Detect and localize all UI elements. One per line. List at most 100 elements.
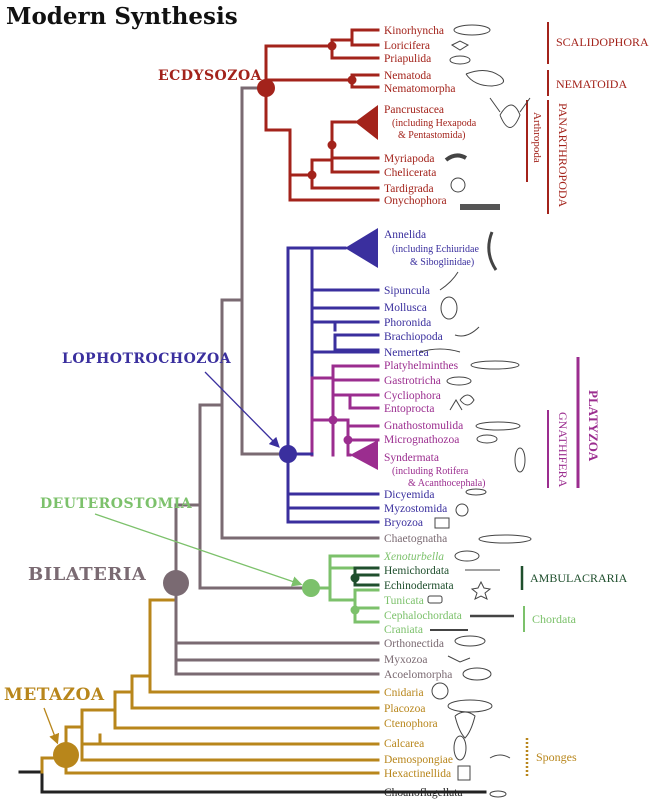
taxon-pancrustacea: Pancrustacea	[384, 104, 444, 116]
chordata-label: Chordata	[532, 612, 577, 626]
choanoflagellata-sketch-icon	[489, 790, 507, 798]
taxon-myriapoda: Myriapoda	[384, 153, 434, 165]
taxon-myzostomida: Myzostomida	[384, 503, 447, 515]
taxon-dicyemida: Dicyemida	[384, 489, 434, 501]
taxon-micrognathozoa: Micrognathozoa	[384, 434, 459, 446]
xenoturbella-sketch-icon	[454, 550, 480, 562]
ambulacraria-label: Ambulacraria	[530, 571, 628, 585]
arthropoda-label: Arthropoda	[531, 112, 543, 163]
acoelomorpha-sketch-icon	[462, 667, 492, 681]
priapulida-sketch-icon	[449, 55, 471, 65]
hexactinellida-branch	[40, 725, 380, 775]
scalidophora-label: Scalidophora	[556, 35, 649, 49]
micrognathozoa-sketch-icon	[476, 434, 498, 444]
basal-metazoa-branches	[80, 674, 380, 730]
hexactinellida-sketch-icon	[457, 765, 471, 781]
deuterostomia-label: Deuterostomia	[40, 496, 193, 512]
taxon-orthonectida: Orthonectida	[384, 638, 444, 650]
organism-sketches	[419, 24, 532, 798]
annelida-note-1: (including Echiuridae	[392, 244, 479, 255]
taxon-sipuncula: Sipuncula	[384, 285, 430, 297]
chaetognatha-branch	[198, 298, 380, 540]
pancrustacea-note-1: (including Hexapoda	[392, 118, 477, 129]
taxon-chaetognatha: Chaetognatha	[384, 533, 447, 545]
taxon-chelicerata: Chelicerata	[384, 167, 436, 179]
deuterostomia-arrow	[94, 513, 303, 587]
taxon-hexactinellida: Hexactinellida	[384, 768, 451, 780]
syndermata-note-2: & Acanthocephala)	[408, 478, 485, 489]
nematoida-label: Nematoida	[556, 77, 627, 91]
sipuncula-sketch-icon	[439, 271, 459, 291]
metazoa-node	[53, 742, 79, 768]
loricifera-sketch-icon	[450, 40, 470, 51]
acoel-branches	[174, 581, 380, 676]
dicyemida-sketch-icon	[465, 488, 487, 496]
taxon-cycliophora: Cycliophora	[384, 390, 441, 402]
lophotrochozoa-node	[279, 445, 297, 463]
taxon-acoelomorpha: Acoelomorpha	[384, 669, 452, 681]
nemertea-sketch-icon	[419, 348, 461, 353]
entoprocta-sketch-icon	[449, 399, 463, 411]
bilateria-main-branch	[174, 403, 307, 590]
myzostomida-sketch-icon	[455, 503, 469, 517]
taxon-nemertea: Nemertea	[384, 347, 429, 359]
taxon-nematomorpha: Nematomorpha	[384, 83, 456, 95]
diagram-title: Modern Synthesis	[6, 3, 238, 30]
cnidaria-branch	[130, 598, 380, 694]
metazoa-label: Metazoa	[4, 685, 105, 705]
taxon-cnidaria: Cnidaria	[384, 687, 424, 699]
ecdysozoa-node	[257, 79, 275, 97]
panarthropoda-label: Panarthropoda	[556, 103, 570, 208]
sponge-branches	[64, 708, 380, 762]
cnidaria-sketch-icon	[431, 682, 449, 700]
nematoda-sketch-icon	[465, 70, 505, 87]
cycliophora-sketch-icon	[459, 394, 475, 406]
mollusca-sketch-icon	[440, 296, 458, 320]
kinorhyncha-sketch-icon	[453, 24, 491, 36]
calcarea-sketch-icon	[453, 735, 467, 761]
taxon-gnathostomulida: Gnathostomulida	[384, 420, 463, 432]
syndermata-triangle	[350, 440, 378, 470]
taxon-syndermata: Syndermata	[384, 452, 439, 464]
taxon-craniata: Craniata	[384, 624, 423, 636]
taxon-myxozoa: Myxozoa	[384, 654, 427, 666]
taxon-ctenophora: Ctenophora	[384, 718, 438, 730]
gnathifera-label: Gnathifera	[556, 412, 570, 488]
bilateria-label: Bilateria	[28, 564, 147, 585]
taxon-priapulida: Priapulida	[384, 53, 431, 65]
taxon-tunicata: Tunicata	[384, 595, 424, 607]
taxon-choanoflagellata: Choanoflagellata	[384, 787, 463, 799]
pancrustacea-note-2: & Pentastomida)	[398, 130, 466, 141]
taxon-hemichordata: Hemichordata	[384, 565, 449, 577]
taxon-nematoda: Nematoda	[384, 70, 431, 82]
taxon-loricifera: Loricifera	[384, 40, 430, 52]
annelida-triangle	[345, 228, 378, 268]
lophotrochozoa-arrow	[204, 371, 280, 448]
bilateria-node	[163, 570, 189, 596]
pancrustacea-sketch-icon	[489, 97, 531, 128]
myxozoa-sketch-icon	[447, 655, 471, 663]
taxon-annelida: Annelida	[384, 229, 426, 241]
pancrustacea-triangle	[355, 105, 378, 140]
ctenophora-sketch-icon	[454, 711, 476, 739]
taxon-cephalochordata: Cephalochordata	[384, 610, 462, 622]
taxon-mollusca: Mollusca	[384, 302, 427, 314]
demospongiae-sketch-icon	[489, 754, 511, 759]
annelida-note-2: & Siboglinidae)	[410, 257, 474, 268]
platyhelminthes-sketch-icon	[470, 360, 520, 370]
tunicata-sketch-icon	[427, 595, 443, 604]
choanoflagellata-branch	[18, 770, 487, 794]
platyzoa-stem	[310, 376, 335, 457]
taxon-phoronida: Phoronida	[384, 317, 431, 329]
syndermata-note-1: (including Rotifera	[392, 466, 469, 477]
sponges-label: Sponges	[536, 750, 577, 764]
echinodermata-sketch-icon	[470, 580, 492, 600]
orthonectida-sketch-icon	[454, 635, 486, 647]
taxon-demospongiae: Demospongiae	[384, 754, 453, 766]
taxon-platyhelminthes: Platyhelminthes	[384, 360, 459, 372]
taxon-entoprocta: Entoprocta	[384, 403, 434, 415]
taxon-kinorhyncha: Kinorhyncha	[384, 25, 444, 37]
taxon-calcarea: Calcarea	[384, 738, 424, 750]
annelida-sketch-icon	[487, 231, 498, 271]
chaetognatha-sketch-icon	[478, 534, 532, 544]
